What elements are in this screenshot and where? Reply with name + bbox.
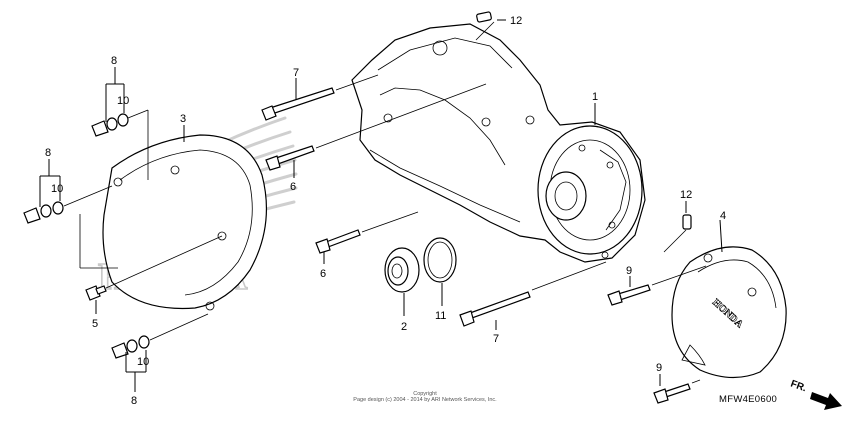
callout-numbers: 1 2 3 4 5 6 6 7 7 8 8 8 9 9 10 10 10 11 … [45,15,726,407]
callout-7-upper: 7 [293,67,299,79]
part-7-bolt-upper[interactable] [261,87,335,121]
callout-11: 11 [435,310,446,322]
callout-4: 4 [720,210,726,222]
callout-8-bottom: 8 [131,395,137,407]
callout-9-lower: 9 [656,362,662,374]
leader-lines [39,19,723,392]
callout-8-mid: 8 [45,147,51,159]
callout-12-lower: 12 [680,189,692,201]
copyright-line-1: Copyright [413,391,437,397]
direction-label: FR. [789,378,808,394]
part-7-bolt-lower[interactable] [459,291,531,327]
callout-9-upper: 9 [626,265,632,277]
part-12-dowel-pin-lower[interactable] [682,214,692,230]
part-2-cap[interactable] [384,247,420,293]
copyright-line-2: Page design (c) 2004 - 2014 by ARI Netwo… [353,397,497,403]
part-9-bolt-upper[interactable] [607,284,651,306]
callout-1: 1 [592,91,598,103]
callout-7-lower: 7 [493,333,499,345]
part-9-bolt-lower[interactable] [653,383,691,404]
part-3-outer-cover[interactable] [102,134,268,311]
callout-10-mid: 10 [51,183,63,195]
callout-10-top: 10 [117,95,129,107]
part-11-o-ring[interactable] [423,237,457,283]
part-6-bolt-upper[interactable] [265,145,315,171]
front-direction-indicator: FR. [789,378,842,410]
callout-8-top: 8 [111,55,117,67]
part-5-screw[interactable] [85,285,107,301]
front-arrow-icon [810,392,842,410]
part-6-bolt-lower[interactable] [315,229,361,254]
callout-6-lower: 6 [320,268,326,280]
callout-2: 2 [401,321,407,333]
callout-5: 5 [92,318,98,330]
callout-10-bottom: 10 [137,356,149,368]
part-8-10-set-bottom[interactable] [111,335,150,359]
callout-12-upper: 12 [510,15,522,27]
callout-6-upper: 6 [290,181,296,193]
diagram-code: MFW4E0600 [719,394,777,405]
part-1-crankcase-cover[interactable] [351,23,646,263]
part-12-dowel-pin-upper[interactable] [476,11,492,23]
callout-3: 3 [180,113,186,125]
part-4-small-cover[interactable]: HONDA [671,246,787,379]
part-8-10-set-mid[interactable] [23,201,64,224]
part-8-10-set-top[interactable] [91,113,129,137]
